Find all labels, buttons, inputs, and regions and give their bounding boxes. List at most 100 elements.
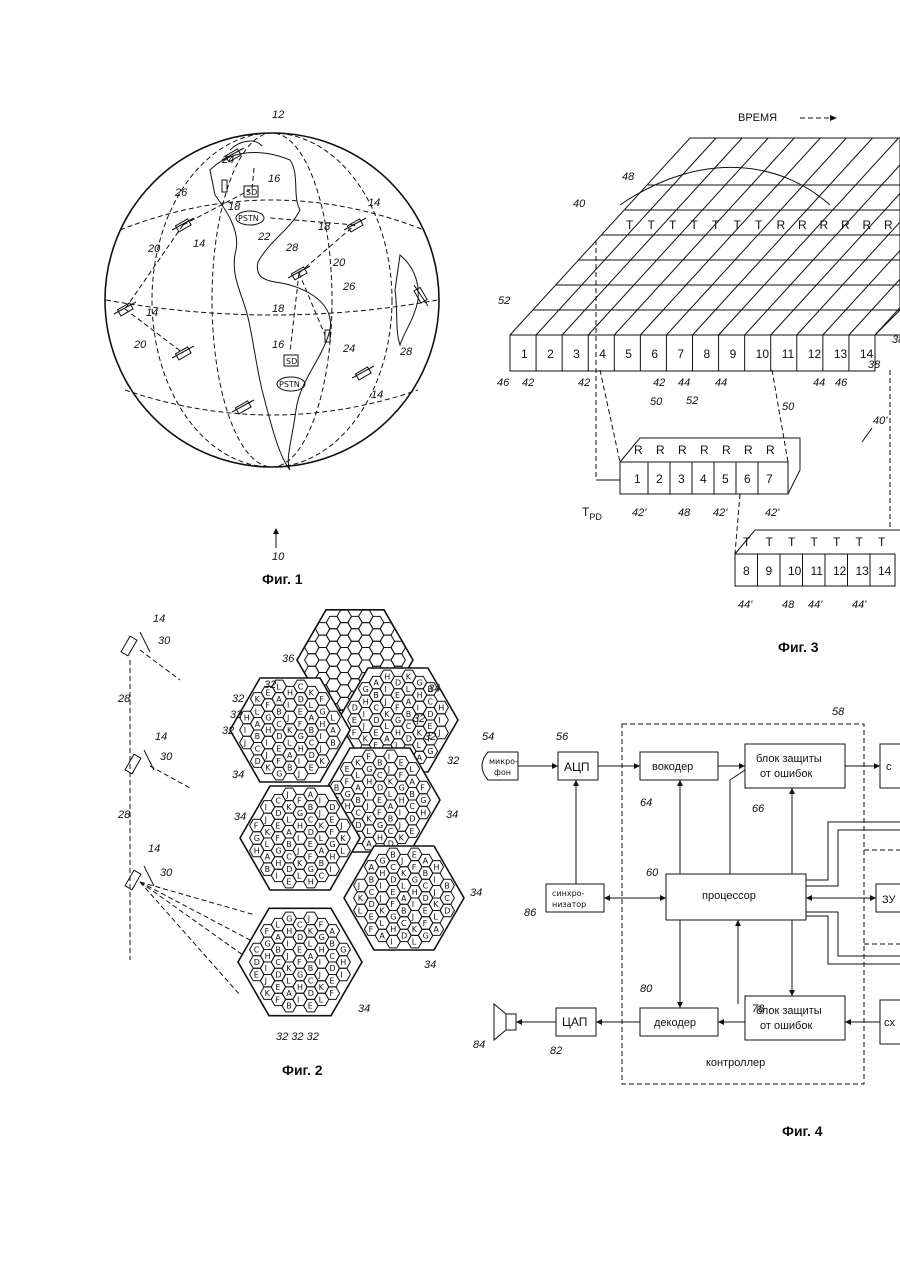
cell-letter: F xyxy=(329,989,334,998)
cell-letter: C xyxy=(308,977,314,986)
cell-letter: A xyxy=(308,952,314,961)
slot-letter: T xyxy=(712,218,720,232)
controller-boundary xyxy=(622,724,864,1084)
cell-letter: K xyxy=(355,759,361,768)
cell-letter: H xyxy=(420,809,426,818)
cell-letter: D xyxy=(254,958,260,967)
fig1-ref-18: 18 xyxy=(228,201,241,213)
cell-letter: C xyxy=(329,952,335,961)
cell-letter: K xyxy=(319,822,325,831)
ecc-rx-label-2: от ошибок xyxy=(760,1020,812,1032)
fig2-ref-34: 34 xyxy=(358,1003,370,1015)
cell-letter: A xyxy=(373,679,379,688)
cell-letter: A xyxy=(384,735,390,744)
cell-letter: J xyxy=(437,729,440,738)
projection-line xyxy=(600,370,620,462)
cell-letter: G xyxy=(329,840,335,849)
cell-letter: K xyxy=(309,689,315,698)
cell-letter: B xyxy=(275,946,281,955)
figure-1-caption: Фиг. 1 xyxy=(262,571,303,587)
cell-letter: F xyxy=(399,771,404,780)
cell-letter: B xyxy=(286,840,292,849)
cell-letter: F xyxy=(275,834,280,843)
beam-line xyxy=(140,650,180,680)
cell-letter: H xyxy=(417,691,423,700)
burst-slot-letter: R xyxy=(634,443,643,457)
cell-letter: G xyxy=(390,913,396,922)
burst-slot-letter: R xyxy=(766,443,775,457)
fig1-ref-14: 14 xyxy=(368,197,380,209)
cell-letter: J xyxy=(285,952,288,961)
burst-slot-letter: T xyxy=(878,535,886,549)
cell-letter: B xyxy=(308,803,314,812)
slot-pair-arc xyxy=(620,167,830,205)
fig3-ref-38: 38 xyxy=(892,334,900,346)
slot-diagonal xyxy=(797,222,900,335)
cell-letter: J xyxy=(318,745,321,754)
cell-letter: A xyxy=(287,751,293,760)
figure-3-frame-structure: ВРЕМЯ 1234567891011121314 TTTTTTTRRRRRR … xyxy=(497,112,900,655)
slot-letter: T xyxy=(626,218,634,232)
cell-letter: E xyxy=(298,707,303,716)
fig4-ref-78: 78 xyxy=(752,1003,765,1015)
cell-letter: I xyxy=(297,995,299,1004)
cell-letter: J xyxy=(296,847,299,856)
fig3-ref-44: 44' xyxy=(808,599,823,611)
cell-letter: F xyxy=(298,720,303,729)
cell-letter: H xyxy=(286,927,292,936)
controller-label: контроллер xyxy=(706,1057,765,1069)
slot-letter: R xyxy=(777,218,786,232)
cell-letter: K xyxy=(340,834,346,843)
cell-letter: A xyxy=(369,863,375,872)
slot-letter: R xyxy=(884,218,893,232)
cell-letter: C xyxy=(444,894,450,903)
fig2-ref-14: 14 xyxy=(155,731,167,743)
cell-letter: L xyxy=(319,995,324,1004)
cell-letter: K xyxy=(401,869,407,878)
cell-letter: K xyxy=(412,925,418,934)
cell-letter: K xyxy=(286,964,292,973)
arctic-outline xyxy=(230,141,262,150)
cell-letter: E xyxy=(254,971,259,980)
cell-letter: J xyxy=(243,739,246,748)
cell-letter: C xyxy=(401,919,407,928)
cell-letter: B xyxy=(309,726,315,735)
cell-letter: E xyxy=(409,827,414,836)
cell-letter: F xyxy=(297,797,302,806)
cell-letter: E xyxy=(377,796,382,805)
fig4-ref-56: 56 xyxy=(556,731,569,743)
cell-letter: G xyxy=(275,847,281,856)
cell-letter: D xyxy=(427,710,433,719)
cell-letter: F xyxy=(352,729,357,738)
slot-diagonal xyxy=(666,138,846,335)
slot-number-9: 9 xyxy=(730,347,737,361)
cell-letter: F xyxy=(423,919,428,928)
cell-letter: C xyxy=(369,888,375,897)
cell-letter: G xyxy=(377,821,383,830)
cell-letter: K xyxy=(384,710,390,719)
satellite-icon xyxy=(414,285,428,306)
fig3-ref-42: 42 xyxy=(653,377,665,389)
cell-letter: F xyxy=(319,695,324,704)
decoder-label: декодер xyxy=(654,1017,696,1029)
cell-letter: H xyxy=(265,952,271,961)
fig2-ref-34: 34 xyxy=(428,683,440,695)
cell-letter: E xyxy=(399,759,404,768)
cell-letter: K xyxy=(358,894,364,903)
fig1-ref-24: 24 xyxy=(342,343,355,355)
cell-letter: L xyxy=(265,840,270,849)
cell-letter: G xyxy=(417,679,423,688)
satellite-icon xyxy=(125,866,154,890)
fig1-ref-18: 18 xyxy=(272,303,285,315)
fig3-ref-50: 50 xyxy=(650,396,663,408)
cell-letter: E xyxy=(275,983,280,992)
figure-2-cell-pattern: DEFGHIJKLABCDEFGHIJKLABCDEFGHIJKLABCDEFG… xyxy=(117,610,482,1078)
cell-letter: C xyxy=(390,863,396,872)
cell-letter: A xyxy=(255,720,261,729)
fig1-ref-28: 28 xyxy=(285,242,299,254)
fig2-ref-323232: 32 32 32 xyxy=(276,1031,319,1043)
fig2-ref-30: 30 xyxy=(160,751,173,763)
cell-letter: J xyxy=(400,857,403,866)
slot-diagonal xyxy=(823,251,900,335)
cell-letter: C xyxy=(275,958,281,967)
